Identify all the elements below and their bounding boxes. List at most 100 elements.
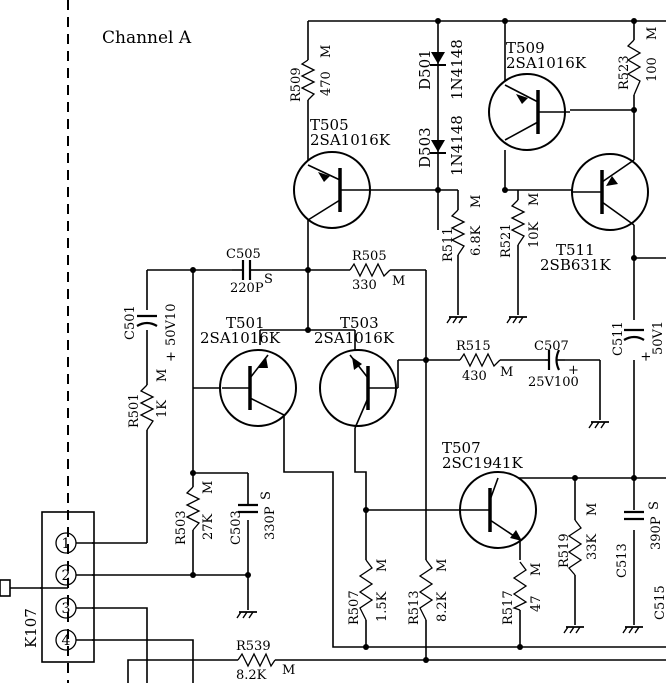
c505-ref: C505: [226, 247, 261, 262]
d503-part: 1N4148: [448, 115, 466, 176]
transistor-t507: [459, 471, 537, 549]
resistor-r511: [450, 209, 466, 256]
r519-ref: R519: [557, 533, 572, 568]
c513-ref: C513: [615, 543, 630, 578]
connector-pin-3: 3: [62, 601, 71, 617]
r523-value: 100: [645, 57, 660, 82]
c503-value: 330P: [263, 506, 278, 540]
r517-ref: R517: [501, 590, 516, 625]
c507-polarity: +: [568, 363, 579, 378]
resistor-r521: [510, 199, 526, 246]
r507-tag: M: [375, 559, 390, 572]
r515-value: 430: [462, 369, 487, 384]
r505-value: 330: [352, 278, 377, 293]
r515-tag: M: [500, 365, 513, 380]
c507-ref: C507: [534, 339, 569, 354]
connector-pin-2: 2: [62, 568, 71, 584]
resistor-r519: [567, 519, 583, 576]
c501-value: 50V10: [164, 304, 179, 346]
r509-ref: R509: [289, 67, 304, 102]
c511-polarity: +: [639, 351, 654, 362]
resistor-r505: [349, 262, 391, 278]
ground-symbols: [236, 316, 644, 634]
capacitor-c513: [624, 510, 644, 521]
c507-value: 25V100: [528, 375, 579, 390]
transistor-t501: [219, 349, 297, 427]
t505-ref: T505: [310, 116, 349, 134]
r521-value: 10K: [527, 221, 542, 248]
r519-value: 33K: [585, 533, 600, 560]
transistor-t511: [571, 153, 649, 231]
d501-ref: D501: [416, 49, 434, 90]
t503-part: 2SA1016K: [314, 329, 395, 347]
t501-ref: T501: [226, 314, 265, 332]
r523-tag: M: [645, 27, 660, 40]
diode-d503: [430, 140, 446, 154]
r523-ref: R523: [617, 55, 632, 90]
r509-value: 470: [319, 71, 334, 96]
capacitor-c511: [623, 328, 645, 341]
c501-polarity: +: [164, 351, 179, 362]
r539-value: 8.2K: [236, 668, 267, 683]
capacitor-c501: [136, 314, 158, 327]
r517-value: 47: [529, 595, 544, 612]
r507-value: 1.5K: [375, 591, 390, 622]
r521-ref: R521: [499, 223, 514, 258]
section-title: Channel A: [102, 28, 192, 48]
r513-value: 8.2K: [435, 591, 450, 622]
c501-ref: C501: [123, 305, 138, 340]
r509-tag: M: [319, 45, 334, 58]
d503-ref: D503: [416, 127, 434, 168]
t509-part: 2SA1016K: [506, 54, 587, 72]
connector-pin-4: 4: [62, 633, 71, 649]
r503-ref: R503: [174, 510, 189, 545]
t511-ref: T511: [556, 241, 595, 259]
r519-tag: M: [585, 503, 600, 516]
c503-ref: C503: [229, 510, 244, 545]
r521-tag: M: [527, 193, 542, 206]
t505-part: 2SA1016K: [310, 131, 391, 149]
r517-tag: M: [529, 563, 544, 576]
t507-part: 2SC1941K: [442, 454, 523, 472]
resistor-r509: [300, 59, 316, 101]
resistor-r507: [358, 559, 374, 621]
c511-value: 50V1: [651, 321, 666, 355]
c513-value: 390P: [649, 516, 664, 550]
resistor-r517: [512, 561, 528, 611]
d501-part: 1N4148: [448, 39, 466, 100]
resistor-r513: [418, 559, 434, 621]
r511-tag: M: [469, 195, 484, 208]
c503-tag: S: [259, 491, 274, 500]
c515-ref: C515: [653, 585, 666, 620]
capacitor-c503: [238, 503, 258, 514]
transistor-t505: [293, 151, 372, 229]
r539-ref: R539: [236, 639, 271, 654]
connector-ref: K107: [22, 608, 40, 648]
r507-ref: R507: [347, 590, 362, 625]
c505-value: 220P: [230, 281, 264, 296]
r539-tag: M: [282, 663, 295, 678]
wires: [40, 20, 666, 683]
t507-ref: T507: [442, 439, 481, 457]
t511-part: 2SB631K: [540, 256, 611, 274]
capacitor-c507: [545, 349, 565, 371]
r505-ref: R505: [352, 249, 387, 264]
r501-ref: R501: [127, 393, 142, 428]
resistor-r523: [626, 39, 642, 96]
c505-tag: S: [264, 272, 273, 287]
r513-ref: R513: [407, 590, 422, 625]
capacitor-c505: [232, 260, 260, 280]
transistor-t509: [488, 73, 570, 151]
connector-pin-1: 1: [62, 536, 71, 552]
t501-part: 2SA1016K: [200, 329, 281, 347]
r515-ref: R515: [456, 339, 491, 354]
diode-d501: [430, 52, 446, 66]
r501-value: 1K: [155, 400, 170, 418]
resistor-r539: [237, 652, 276, 668]
r501-tag: M: [155, 369, 170, 382]
resistor-r501: [139, 384, 155, 431]
transistor-t503: [319, 349, 399, 429]
resistor-r515: [459, 352, 501, 368]
t509-ref: T509: [506, 39, 545, 57]
